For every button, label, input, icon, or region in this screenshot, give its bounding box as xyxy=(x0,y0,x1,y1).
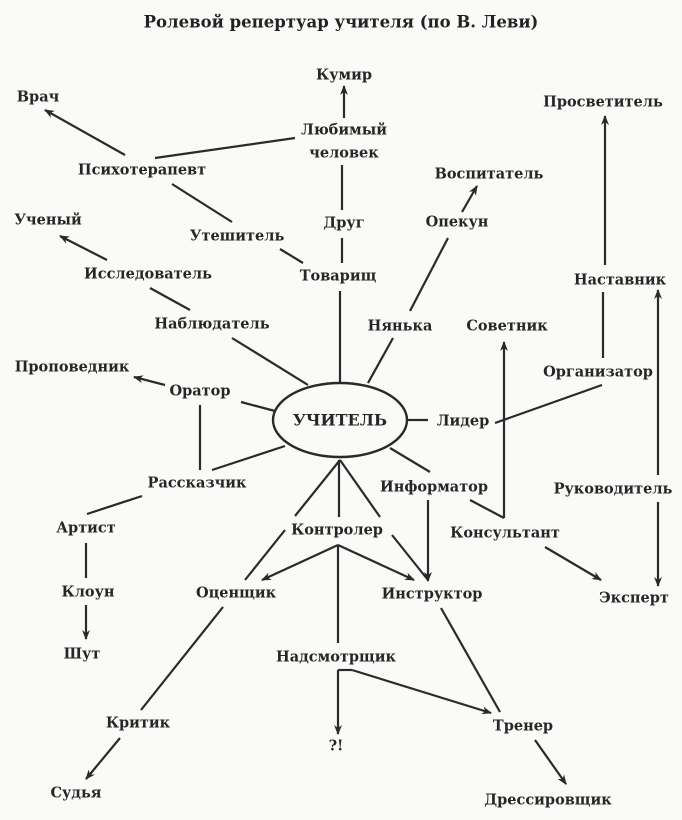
arrow-kontroler-to-instruktor xyxy=(337,544,415,581)
line-uchitel-otsenshchik-b xyxy=(244,529,286,581)
node-issledovatel: Исследователь xyxy=(84,265,212,283)
line-rasskazchik-artist xyxy=(86,494,143,516)
line-rasskazchik-uchitel xyxy=(211,444,286,472)
node-question: ?! xyxy=(328,737,344,755)
line-uteshitel-tovarishch xyxy=(279,248,304,264)
node-organizator: Организатор xyxy=(543,363,653,381)
line-psikhoterapevt-uteshitel xyxy=(171,183,233,223)
node-nastavnik: Наставник xyxy=(573,271,667,289)
node-orator: Оратор xyxy=(169,382,231,400)
node-informator: Информатор xyxy=(380,478,488,496)
arrow-kritik-to-sudya xyxy=(85,737,121,780)
node-vrach: Врач xyxy=(16,88,60,106)
arrow-trener-to-dressirovshchik xyxy=(534,739,567,785)
node-opekun: Опекун xyxy=(425,213,489,231)
line-otsenshchik-kritik xyxy=(140,606,224,711)
diagram-title: Ролевой репертуар учителя (по В. Леви) xyxy=(143,12,539,32)
node-lider: Лидер xyxy=(436,412,490,430)
arrow-orator-to-propovednik xyxy=(133,375,166,387)
node-nadsmotrshchik: Надсмотрщик xyxy=(276,648,396,666)
node-psikhoterapevt: Психотерапевт xyxy=(77,161,207,179)
line-instruktor-trener xyxy=(440,607,501,713)
node-lyubimy1: Любимый xyxy=(300,121,388,139)
arrow-opekun-to-vospitatel xyxy=(461,185,478,213)
node-sudya: Судья xyxy=(50,784,102,802)
node-rasskazchik: Рассказчик xyxy=(147,474,247,492)
node-shut: Шут xyxy=(63,645,101,663)
node-drug: Друг xyxy=(323,214,365,232)
node-ucheny: Ученый xyxy=(14,211,82,229)
node-dressirovshchik: Дрессировщик xyxy=(484,791,612,809)
node-vospitatel: Воспитатель xyxy=(434,165,544,183)
node-konsultant: Консультант xyxy=(450,524,560,542)
node-nyanka: Нянька xyxy=(367,317,433,335)
node-lyubimy2: человек xyxy=(309,144,379,162)
node-kumir: Кумир xyxy=(316,66,372,84)
node-tovarishch: Товарищ xyxy=(299,267,377,285)
line-orator-uchitel xyxy=(240,400,276,413)
node-prosvetitel: Просветитель xyxy=(543,93,663,111)
node-uteshitel: Утешитель xyxy=(189,227,285,245)
node-nablyudatel: Наблюдатель xyxy=(154,315,270,333)
arrow-psikhoterapevt-to-vrach xyxy=(44,109,126,156)
node-otsenshchik: Оценщик xyxy=(195,584,277,602)
line-uchitel-instruktor-b xyxy=(391,534,429,581)
line-informator-konsultant xyxy=(469,499,505,519)
line-issledovatel-nablyudatel xyxy=(149,287,191,311)
arrow-nadsmotrshchik-to-trener xyxy=(351,668,492,715)
line-psikhoterapevt-lyubimy xyxy=(154,136,296,160)
line-uchitel-instruktor-a xyxy=(339,459,381,518)
node-kloun: Клоун xyxy=(61,583,115,601)
arrow-kontroler-to-otsenshchik xyxy=(261,544,339,581)
arrow-issledovatel-to-ucheny xyxy=(59,235,108,261)
node-kontroler: Контролер xyxy=(291,521,383,539)
line-uchitel-otsenshchik-a xyxy=(294,459,341,517)
node-artist: Артист xyxy=(56,519,116,537)
line-organizator-lider xyxy=(494,383,603,425)
line-nyanka-opekun xyxy=(409,237,449,312)
line-uchitel-informator xyxy=(389,447,431,473)
line-nyanka-uchitel xyxy=(367,337,394,384)
node-propovednik: Проповедник xyxy=(14,358,130,376)
node-kritik: Критик xyxy=(105,714,171,732)
node-sovetnik: Советник xyxy=(466,317,548,335)
node-rukovoditel: Руководитель xyxy=(553,480,673,498)
line-nablyudatel-uchitel xyxy=(231,337,309,386)
node-trener: Тренер xyxy=(492,717,554,735)
center-node-uchitel: УЧИТЕЛЬ xyxy=(292,410,388,430)
node-ekspert: Эксперт xyxy=(599,589,669,607)
arrow-konsultant-to-ekspert xyxy=(544,546,602,581)
node-instruktor: Инструктор xyxy=(381,585,483,603)
